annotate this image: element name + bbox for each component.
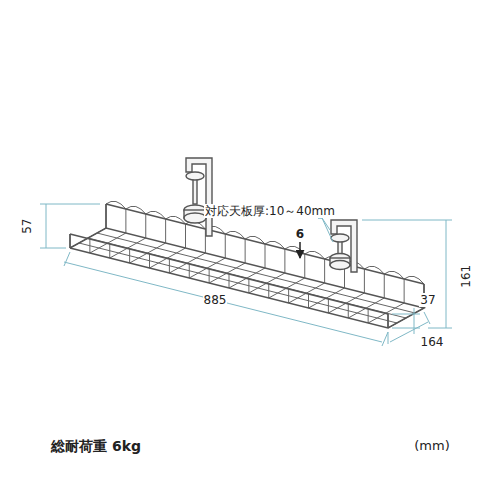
dimension-label: 57: [21, 217, 35, 234]
basket-wire: [364, 269, 365, 293]
pitch-label: 6: [295, 227, 305, 241]
basket-wire: [245, 239, 246, 263]
note-label: 対応天板厚:10～40mm: [204, 204, 336, 218]
dimension-label: 885: [203, 293, 228, 307]
basket-wire: [79, 243, 397, 323]
basket-wire: [265, 244, 266, 268]
basket-wire: [165, 219, 166, 243]
basket-wire: [324, 259, 325, 283]
basket-wire: [145, 214, 146, 238]
leader-lines: [318, 218, 333, 242]
basket-wire: [404, 279, 405, 303]
basket-wire: [225, 234, 226, 258]
desk-clamp: [184, 158, 212, 236]
tray-frame: [70, 204, 424, 328]
dimension-lines: [40, 204, 452, 346]
basket-wire: [185, 224, 186, 248]
unit-label: (mm): [413, 438, 450, 454]
dimension-label: 161: [459, 264, 473, 289]
basket-wire: [70, 234, 71, 248]
basket-wire: [388, 314, 389, 328]
dimension-label: 37: [419, 293, 436, 307]
desk-clamp: [330, 220, 357, 272]
dimension-label: 164: [420, 335, 445, 349]
basket-wire: [97, 233, 415, 313]
basket-wire: [384, 274, 385, 298]
basket-wire: [125, 209, 126, 233]
pitch-arrow: [299, 242, 301, 258]
basket-wire: [106, 204, 107, 228]
basket-wire: [304, 254, 305, 278]
basket-wire: [284, 249, 285, 273]
note-label: 総耐荷重 6kg: [50, 438, 142, 455]
